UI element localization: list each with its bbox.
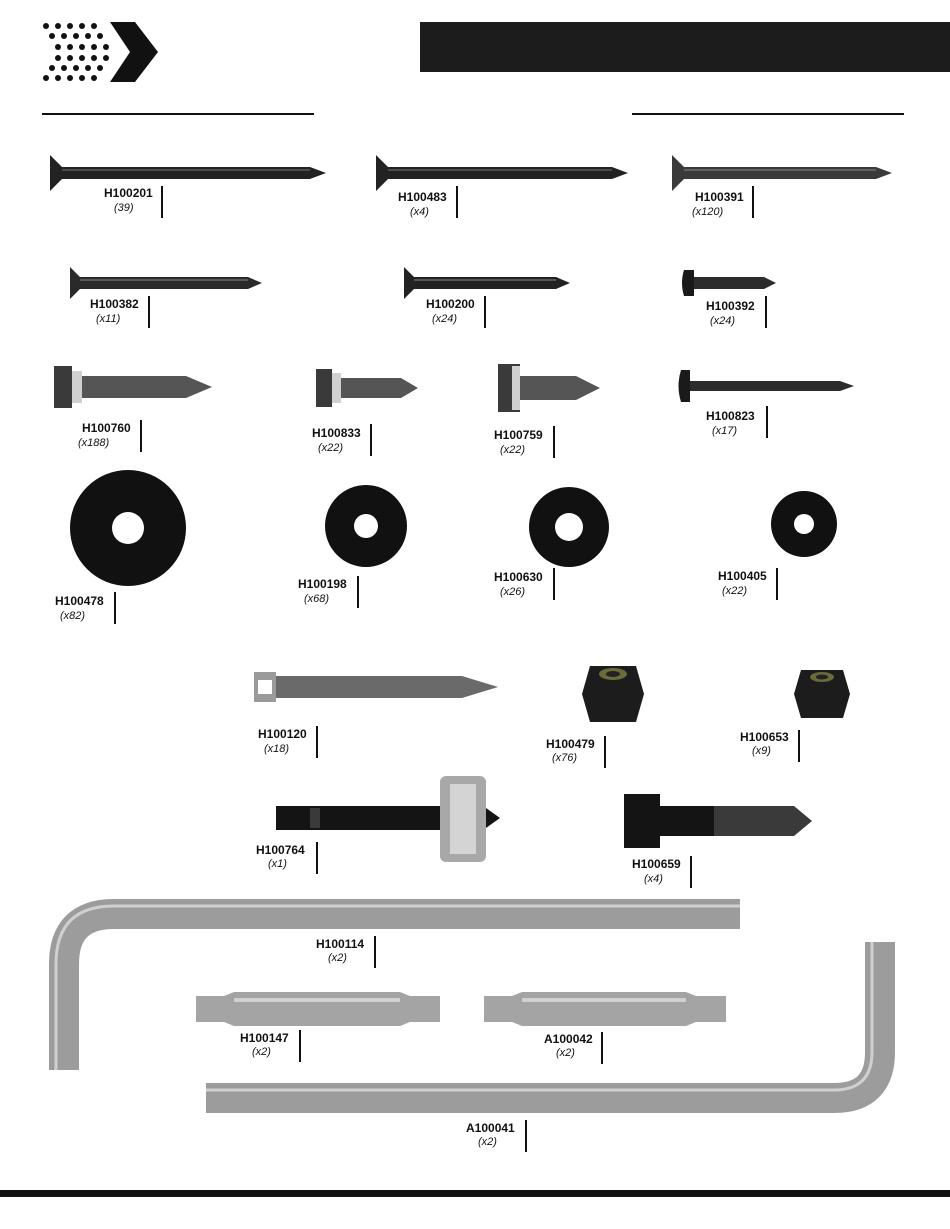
washer-graphic [529, 487, 609, 567]
callout-line [776, 568, 778, 600]
part-code: H100833 [312, 426, 361, 440]
callout-line [148, 296, 150, 328]
part-quantity: (x76) [552, 752, 578, 764]
part-code: H100391 [695, 190, 744, 204]
callout-line [798, 730, 800, 762]
callout-line [140, 420, 142, 452]
part-code: H100764 [256, 843, 305, 857]
part-quantity: (x24) [710, 315, 736, 327]
lag-screw-graphic [254, 672, 498, 702]
part-code: A100041 [466, 1121, 515, 1135]
nail-graphic [376, 155, 628, 191]
l-rod-graphic [206, 942, 895, 1113]
callout-line [601, 1032, 603, 1064]
callout-line [752, 186, 754, 218]
footer-bar [0, 1190, 950, 1197]
callout-line [316, 726, 318, 758]
nail-graphic [50, 155, 326, 191]
part-quantity: (x4) [410, 206, 429, 218]
callout-line [766, 406, 768, 438]
part-code: H100120 [258, 727, 307, 741]
part-quantity: (x2) [556, 1047, 575, 1059]
callout-line [553, 568, 555, 600]
part-code: H100114 [316, 937, 365, 951]
part-quantity: (x22) [318, 442, 344, 454]
bolt-graphic [624, 794, 812, 848]
bolt-graphic [498, 364, 600, 412]
part-quantity: (x4) [644, 873, 663, 885]
part-code: A100042 [544, 1032, 593, 1046]
header-rule-right [632, 113, 904, 115]
coupler-rod-graphic [484, 992, 726, 1026]
callout-line [316, 842, 318, 874]
part-code: H100479 [546, 737, 595, 751]
washer-graphic [325, 485, 407, 567]
part-quantity: (x1) [268, 858, 287, 870]
washer-graphic [771, 491, 837, 557]
part-quantity: (x18) [264, 743, 290, 755]
nail-graphic [672, 155, 892, 191]
part-quantity: (x11) [96, 313, 121, 325]
part-quantity: (x82) [60, 610, 86, 622]
part-code: H100483 [398, 190, 447, 204]
screw-graphic [682, 270, 776, 296]
header-rule-left [42, 113, 314, 115]
part-quantity: (x17) [712, 425, 738, 437]
bolt-graphic [316, 369, 418, 407]
part-code: H100200 [426, 297, 475, 311]
part-code: H100201 [104, 186, 153, 200]
callout-line [374, 936, 376, 968]
part-quantity: (x120) [692, 206, 724, 218]
bolt-graphic [54, 366, 212, 408]
callout-line [370, 424, 372, 456]
header-bar [420, 22, 950, 72]
part-quantity: (x68) [304, 593, 330, 605]
part-quantity: (39) [114, 202, 134, 214]
callout-line [114, 592, 116, 624]
part-code: H100147 [240, 1031, 289, 1045]
nail-graphic [404, 267, 570, 299]
callout-line [484, 296, 486, 328]
part-code: H100823 [706, 409, 755, 423]
callout-line [553, 426, 555, 458]
washer-graphic [70, 470, 186, 586]
callout-line [299, 1030, 301, 1062]
callout-line [357, 576, 359, 608]
callout-line [161, 186, 163, 218]
part-code: H100760 [82, 421, 131, 435]
lock-nut-graphic [582, 666, 644, 722]
part-code: H100659 [632, 857, 681, 871]
part-quantity: (x9) [752, 745, 771, 757]
part-quantity: (x26) [500, 586, 526, 598]
l-rod-graphic [49, 899, 740, 1070]
nail-graphic [70, 267, 262, 299]
lock-nut-graphic [794, 670, 850, 718]
part-code: H100478 [55, 594, 104, 608]
brand-logo [43, 22, 158, 82]
callout-line [690, 856, 692, 888]
part-code: H100759 [494, 428, 543, 442]
part-quantity: (x24) [432, 313, 458, 325]
part-quantity: (x2) [328, 952, 347, 964]
part-quantity: (x22) [500, 444, 526, 456]
callout-line [525, 1120, 527, 1152]
part-quantity: (x22) [722, 585, 748, 597]
part-code: H100653 [740, 730, 789, 744]
part-code: H100405 [718, 569, 767, 583]
part-code: H100392 [706, 299, 755, 313]
part-code: H100630 [494, 570, 543, 584]
part-code: H100198 [298, 577, 347, 591]
coupler-rod-graphic [196, 992, 440, 1026]
screw-graphic [678, 370, 854, 402]
driver-bit-graphic [276, 776, 500, 862]
callout-line [456, 186, 458, 218]
part-code: H100382 [90, 297, 139, 311]
part-quantity: (x188) [78, 437, 110, 449]
part-quantity: (x2) [478, 1136, 497, 1148]
callout-line [765, 296, 767, 328]
part-quantity: (x2) [252, 1046, 271, 1058]
callout-line [604, 736, 606, 768]
